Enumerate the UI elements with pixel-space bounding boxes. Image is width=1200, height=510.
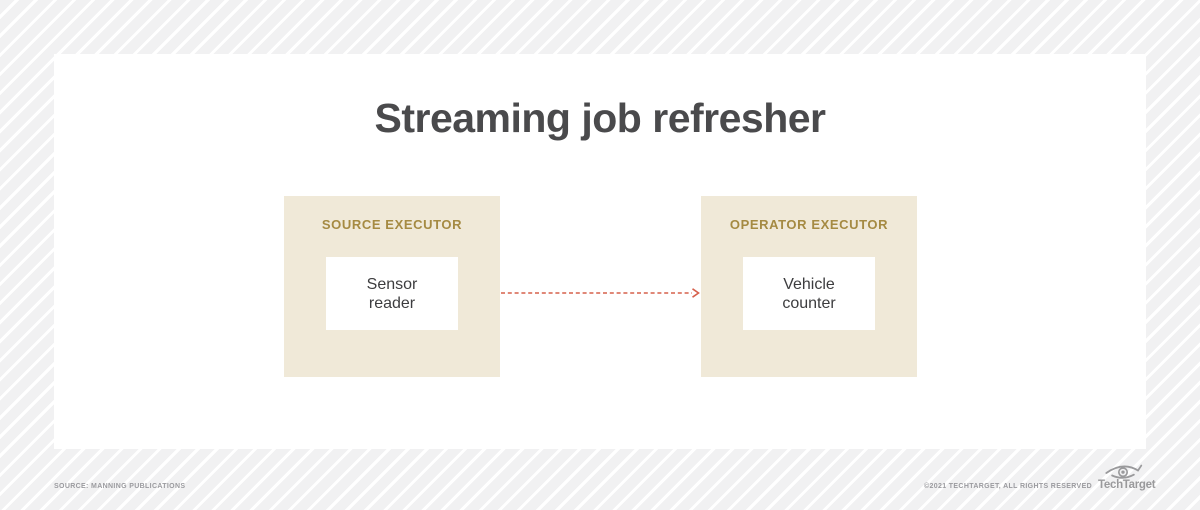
dashed-flow-arrow-icon	[501, 288, 700, 298]
sensor-reader-node: Sensor reader	[326, 257, 458, 330]
operator-executor-label: OPERATOR EXECUTOR	[729, 217, 889, 232]
techtarget-wordmark: TechTarget	[1098, 479, 1156, 491]
techtarget-logo: TechTarget	[1098, 461, 1156, 491]
vehicle-counter-node: Vehicle counter	[743, 257, 875, 330]
source-credit: SOURCE: MANNING PUBLICATIONS	[54, 483, 186, 490]
techtarget-eye-icon	[1105, 464, 1143, 479]
source-executor-box: SOURCE EXECUTOR Sensor reader	[284, 196, 500, 377]
copyright-text: ©2021 TECHTARGET, ALL RIGHTS RESERVED	[924, 483, 1092, 490]
operator-executor-box: OPERATOR EXECUTOR Vehicle counter	[701, 196, 917, 377]
content-card: Streaming job refresher SOURCE EXECUTOR …	[54, 54, 1146, 449]
source-executor-label: SOURCE EXECUTOR	[321, 217, 463, 232]
page-title: Streaming job refresher	[374, 95, 826, 141]
